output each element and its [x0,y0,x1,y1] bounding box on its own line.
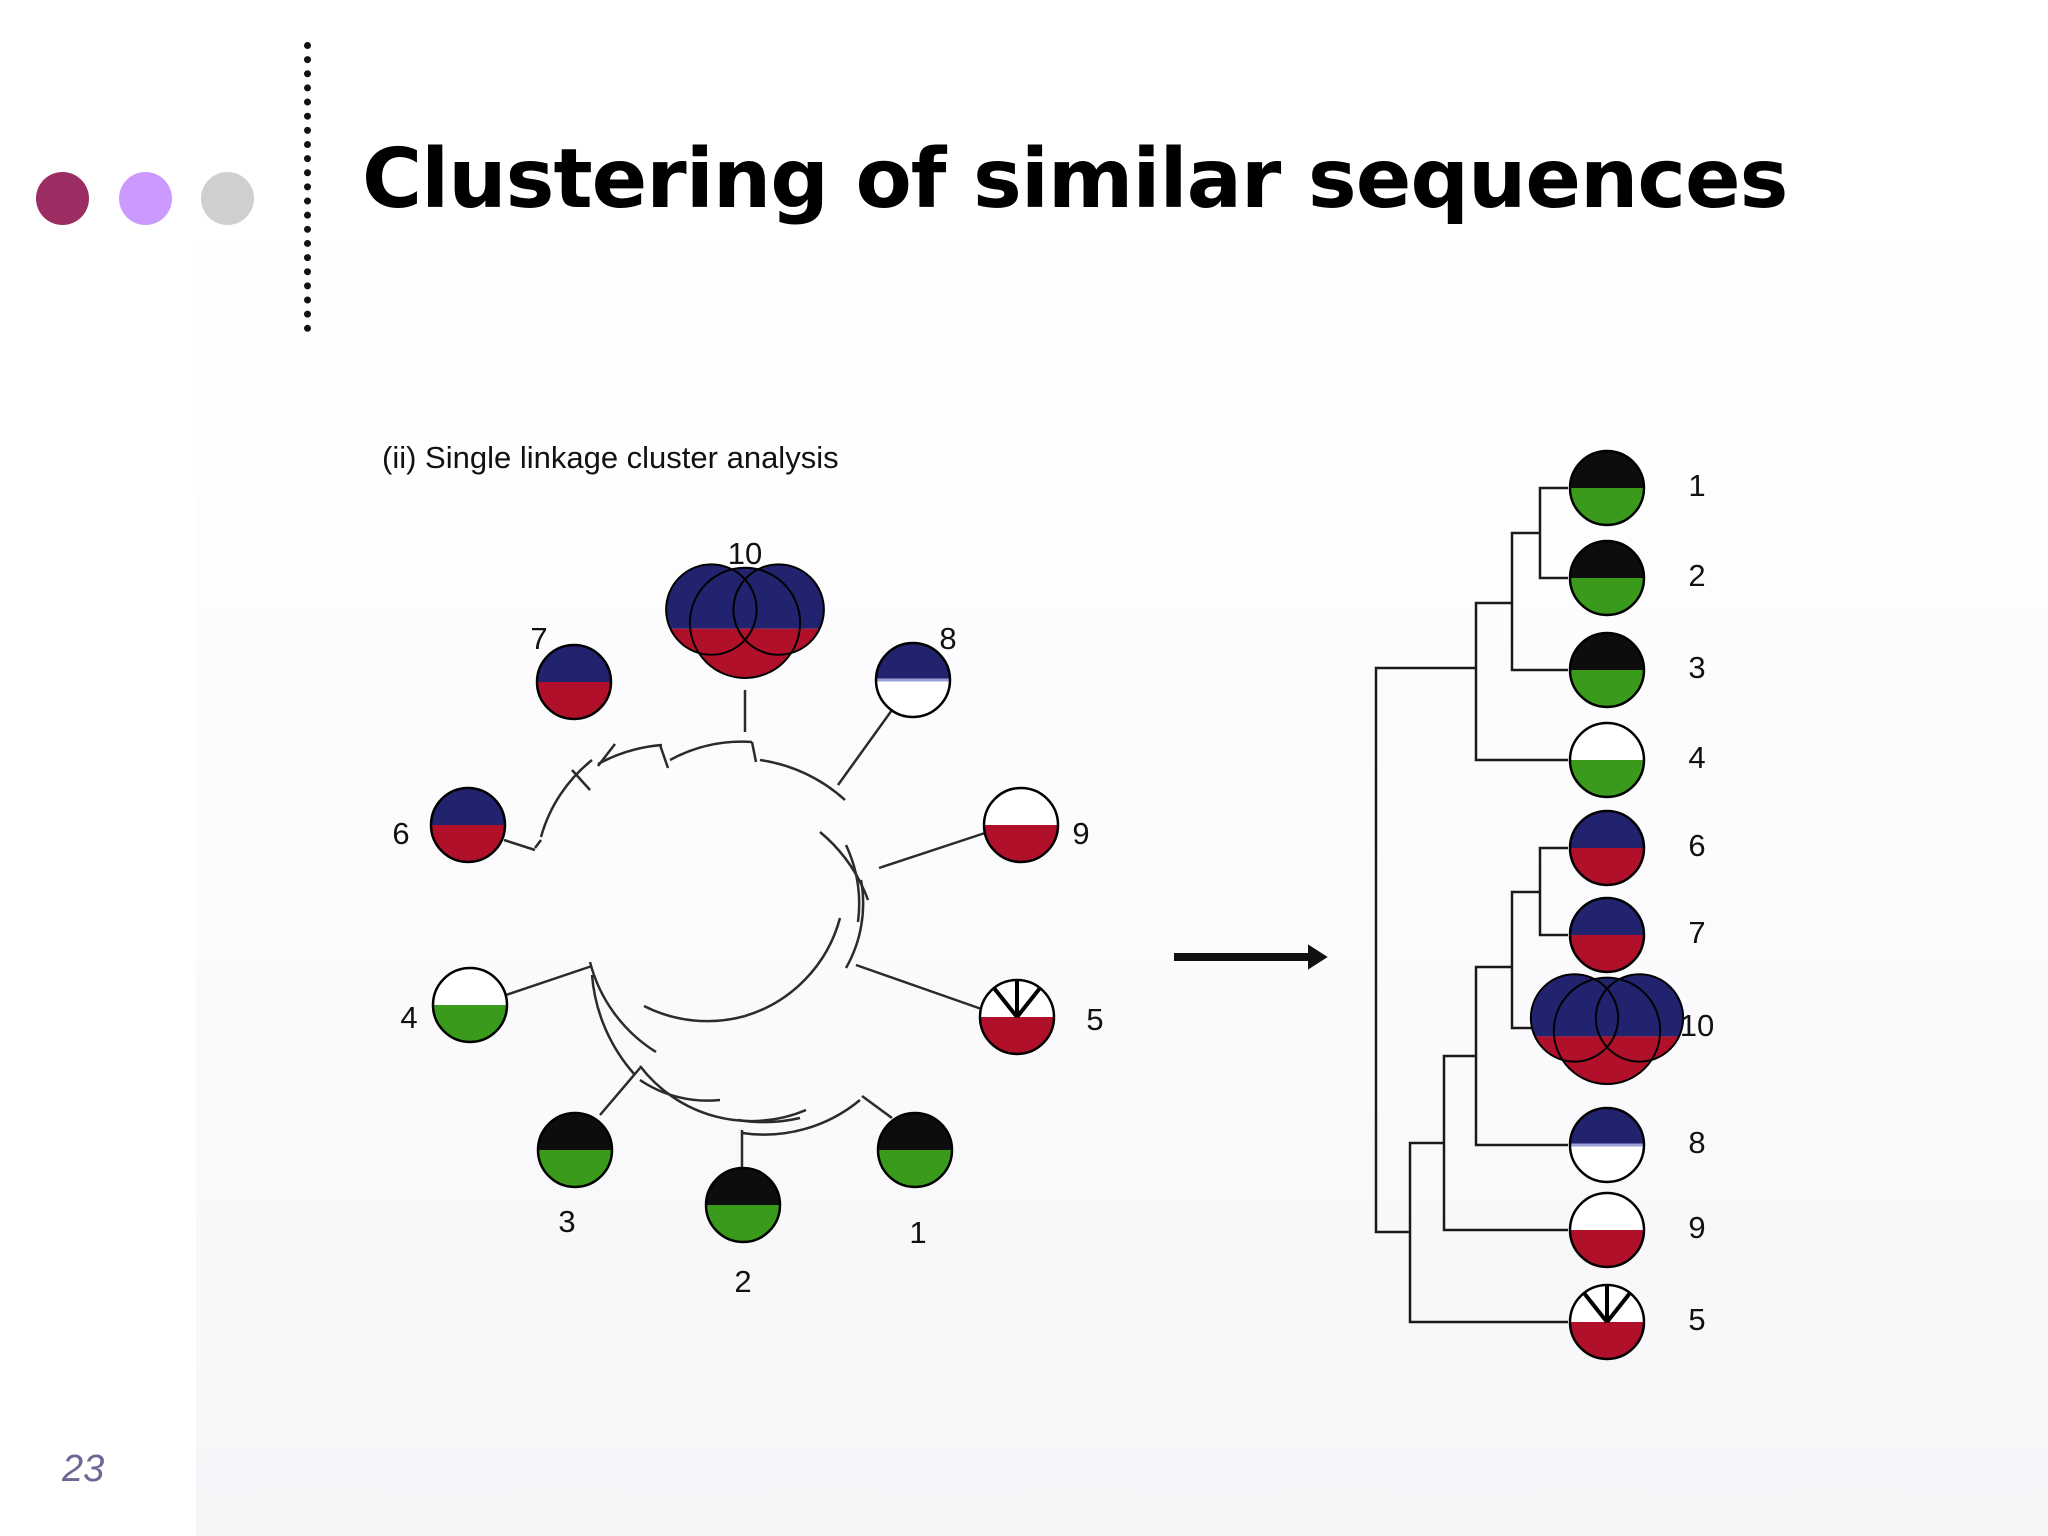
circular-label-1: 1 [909,1215,926,1250]
circular-node-9 [982,786,1060,864]
circular-node-7 [535,643,613,721]
tree-label-2: 2 [1688,558,1705,593]
diagram-caption: (ii) Single linkage cluster analysis [382,440,839,475]
circular-label-8: 8 [939,621,956,656]
circular-node-8 [874,641,952,719]
tree-node-4 [1568,721,1646,799]
circular-node-5 [978,978,1056,1056]
circular-label-3: 3 [558,1204,575,1239]
tree-label-7: 7 [1688,915,1705,950]
transform-arrow [1174,944,1328,970]
circular-node-2 [704,1166,782,1244]
tree-label-5: 5 [1688,1302,1705,1337]
circular-label-4: 4 [400,1000,417,1035]
sequence-nodes: 1 2 3 4 5 6 7 8 9 10 1 2 3 4 6 7 10 8 9 5 [392,449,1714,1361]
tree-label-10: 10 [1680,1008,1714,1043]
circular-tree [503,690,991,1168]
tree-label-6: 6 [1688,828,1705,863]
circular-label-9: 9 [1072,816,1089,851]
tree-label-9: 9 [1688,1210,1705,1245]
circular-node-3 [536,1111,614,1189]
tree-node-1 [1568,449,1646,527]
circular-label-7: 7 [530,621,547,656]
circular-node-4 [431,966,509,1044]
tree-node-7 [1568,896,1646,974]
tree-node-9 [1568,1191,1646,1269]
decor-dot-magenta [36,172,89,225]
tree-node-3 [1568,631,1646,709]
content-panel [196,195,2048,1536]
decor-dot-lavender [119,172,172,225]
circular-label-5: 5 [1086,1002,1103,1037]
tree-label-4: 4 [1688,740,1705,775]
dendrogram [1374,486,1568,1324]
page-number: 23 [62,1448,105,1490]
tree-label-8: 8 [1688,1125,1705,1160]
circular-node-1 [876,1111,954,1189]
title-divider [304,42,311,332]
tree-node-8 [1568,1106,1646,1184]
tree-node-5 [1568,1283,1646,1361]
tree-label-3: 3 [1688,650,1705,685]
tree-node-2 [1568,539,1646,617]
circular-label-10: 10 [728,536,762,571]
decor-dot-gray [201,172,254,225]
circular-node-10 [665,563,825,680]
circular-label-2: 2 [734,1264,751,1299]
slide-title: Clustering of similar sequences [362,132,1788,227]
circular-node-6 [429,786,507,864]
tree-node-6 [1568,809,1646,887]
circular-label-6: 6 [392,816,409,851]
tree-label-1: 1 [1688,468,1705,503]
